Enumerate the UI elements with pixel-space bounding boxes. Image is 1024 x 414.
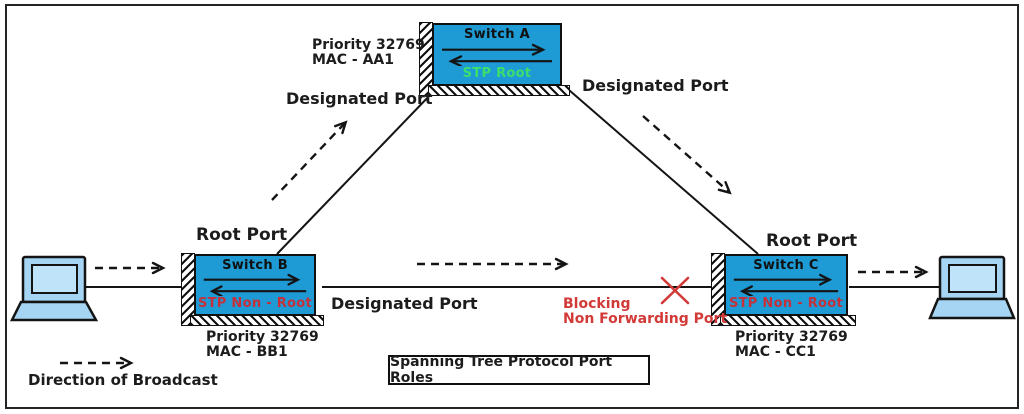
designated-port-label-right: Designated Port <box>582 76 729 95</box>
switch-a-name: Switch A <box>464 27 530 42</box>
switch-c-priority: Priority 32769 <box>735 329 848 345</box>
switch-b-mac: MAC - BB1 <box>206 344 288 360</box>
switch-c-mac: MAC - CC1 <box>735 344 816 360</box>
switch-a-priority-mac: Priority 32769 MAC - AA1 <box>312 38 425 68</box>
switch-b-stp-role: STP Non - Root <box>197 296 313 311</box>
legend-direction-of-broadcast: Direction of Broadcast <box>28 371 218 389</box>
blocking-label-line2: Non Forwarding Port <box>563 311 728 327</box>
switch-b-name: Switch B <box>222 258 288 273</box>
switch-b-box: Switch B STP Non - Root <box>194 254 316 316</box>
designated-port-label-middle: Designated Port <box>331 294 478 313</box>
laptop-icon <box>9 255 99 322</box>
red-x-icon <box>660 276 690 305</box>
blocking-port-label: Blocking Non Forwarding Port <box>563 297 727 327</box>
switch-c: Switch C STP Non - Root <box>711 253 856 326</box>
broadcast-arrow-a-to-c <box>642 115 732 195</box>
root-port-label-b: Root Port <box>196 225 288 245</box>
switch-b: Switch B STP Non - Root <box>181 253 324 326</box>
bpdu-arrows-icon <box>442 43 552 66</box>
cable-switch-b-to-switch-a <box>276 91 434 255</box>
blocking-label-line1: Blocking <box>563 296 631 312</box>
switch-a-box: Switch A STP Root <box>432 23 562 86</box>
switch-a-bottom-hatch <box>428 85 570 96</box>
root-port-label-c: Root Port <box>766 231 858 251</box>
switch-c-box: Switch C STP Non - Root <box>724 254 848 316</box>
diagram-title-box: Spanning Tree Protocol Port Roles <box>388 354 650 386</box>
bpdu-arrows-icon <box>733 273 839 296</box>
bpdu-arrows-icon <box>203 273 307 296</box>
designated-port-label-left: Designated Port <box>286 89 433 108</box>
switch-c-bottom-hatch <box>720 315 856 326</box>
broadcast-arrow-b-to-a <box>271 120 348 201</box>
switch-b-priority-mac: Priority 32769 MAC - BB1 <box>206 330 319 360</box>
switch-a-priority: Priority 32769 <box>312 37 425 53</box>
switch-a: Switch A STP Root <box>419 22 570 96</box>
switch-a-mac: MAC - AA1 <box>312 52 395 68</box>
cable-switch-a-to-switch-c <box>568 89 759 255</box>
switch-b-priority: Priority 32769 <box>206 329 319 345</box>
switch-c-stp-role: STP Non - Root <box>728 296 844 311</box>
switch-b-bottom-hatch <box>190 315 324 326</box>
laptop-icon <box>928 255 1016 320</box>
switch-c-priority-mac: Priority 32769 MAC - CC1 <box>735 330 848 360</box>
switch-a-stp-role: STP Root <box>462 66 532 81</box>
switch-c-name: Switch C <box>753 258 819 273</box>
